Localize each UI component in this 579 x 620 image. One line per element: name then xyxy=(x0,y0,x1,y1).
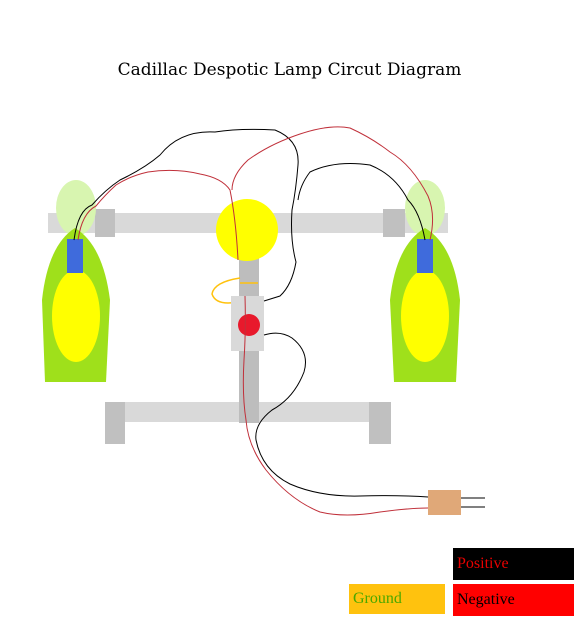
negative-wire-right xyxy=(231,126,434,241)
lower-left-bracket xyxy=(105,402,125,444)
switch-button xyxy=(238,314,260,336)
lower-right-bracket xyxy=(369,402,391,444)
right-lamp-socket xyxy=(417,239,433,273)
upper-left-bracket xyxy=(95,209,115,237)
negative-wire-left xyxy=(77,169,239,261)
left-lamp-bulb xyxy=(52,270,100,362)
left-lamp-socket xyxy=(67,239,83,273)
legend-positive: Positive xyxy=(453,548,574,580)
negative-wire-bottom xyxy=(242,295,429,516)
diagram-title: Cadillac Despotic Lamp Circut Diagram xyxy=(117,60,462,80)
positive-wire-bottom xyxy=(255,332,429,498)
right-lamp xyxy=(390,180,460,382)
legend-negative: Negative xyxy=(453,584,574,616)
center-light xyxy=(216,199,278,261)
positive-wire-right xyxy=(297,163,426,241)
legend-ground: Ground xyxy=(349,584,445,614)
left-lamp xyxy=(42,180,110,382)
ground-wire xyxy=(211,277,258,304)
positive-wire-left xyxy=(73,128,299,302)
right-lamp-glow xyxy=(405,180,445,236)
upper-right-bracket xyxy=(383,209,405,237)
connector-plug xyxy=(428,490,461,515)
left-lamp-glow xyxy=(56,180,96,236)
right-lamp-bulb xyxy=(401,270,449,362)
